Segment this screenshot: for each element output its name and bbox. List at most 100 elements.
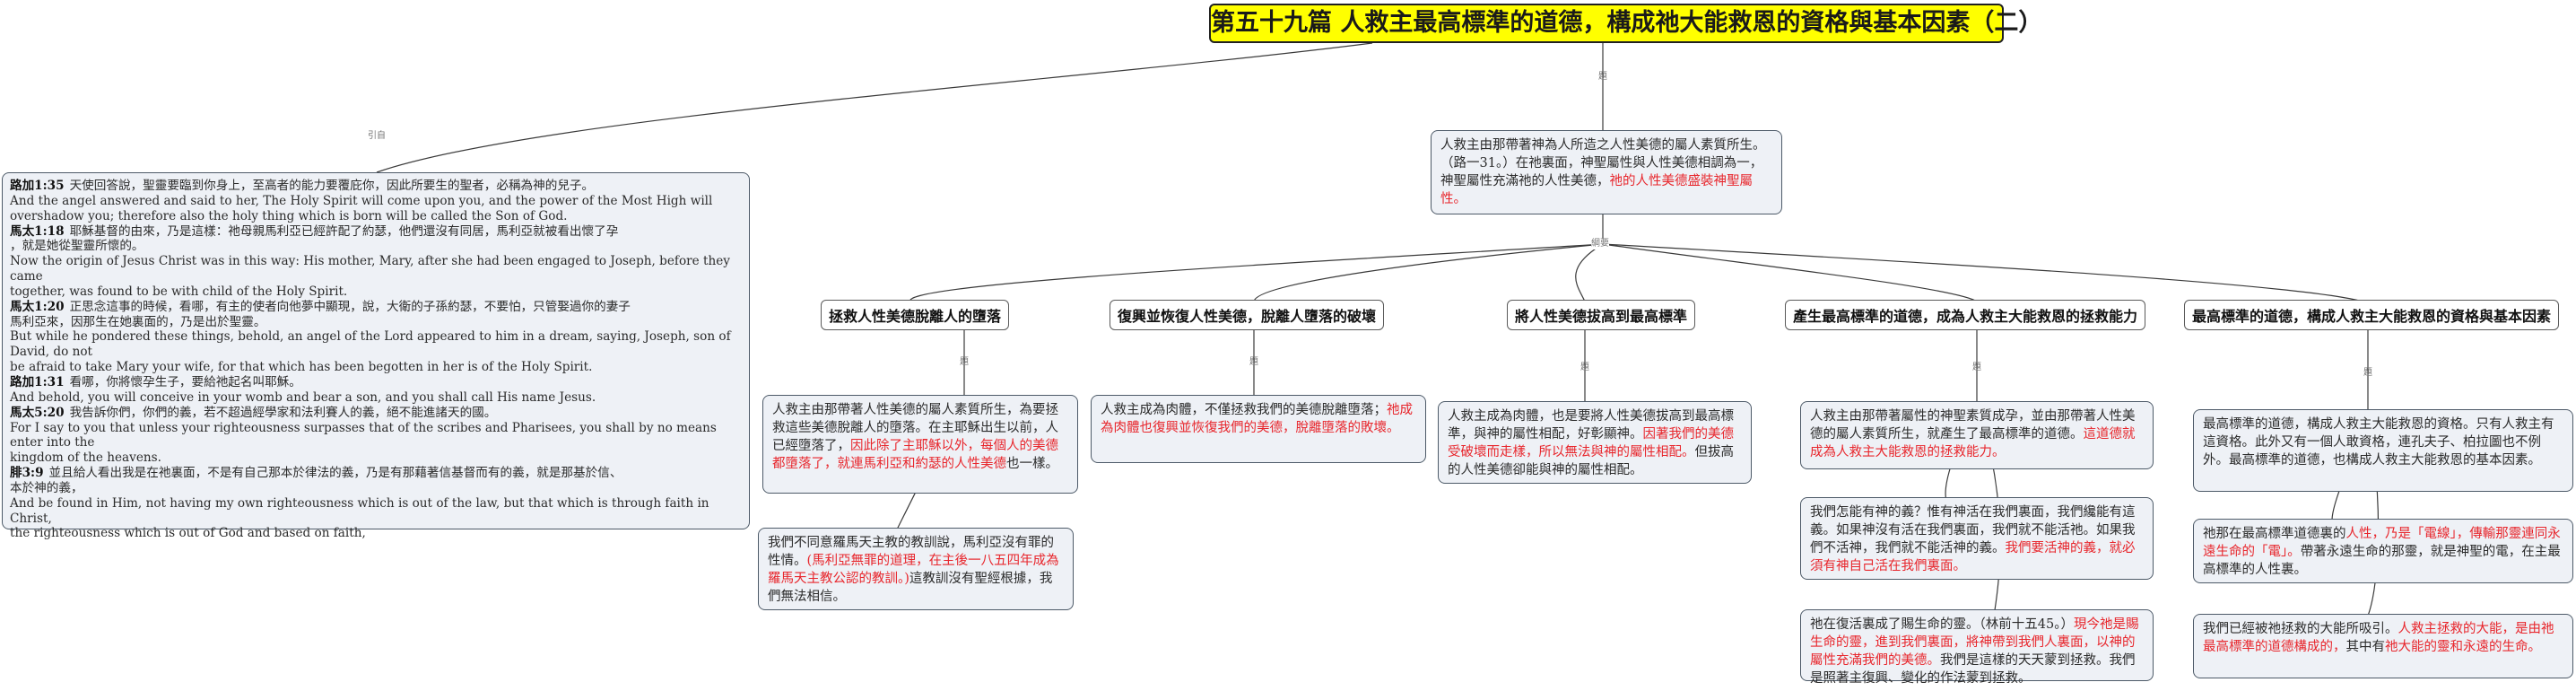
body-text: 我們是這樣的天天蒙到拯救。我們是照著主復興、變化的作法蒙到拯救。 [1810,653,2136,686]
body-text: 這教訓沒有聖經根據，我們無法相信。 [768,572,1053,604]
highlight-text: 人性，乃是「電線」，傳輸那靈連同永遠生命的「電」。 [2203,527,2561,559]
verse-line: For I say to you that unless your righte… [10,421,742,451]
verse-text: 正思念這事的時候，看哪，有主的使者向他夢中顯現，說，大衛的子孫約瑟，不要怕，只管… [69,299,631,314]
verse-text: Now the origin of Jesus Christ was in th… [10,254,730,284]
topic-1-save-virtues[interactable]: 拯救人性美德脫離人的墮落 [821,300,1010,330]
verse-line: overshadow you; therefore also the holy … [10,209,742,224]
verse-reference[interactable]: 腓3:9 [10,466,44,481]
verse-text: 馬利亞來，因那生在她裏面的，乃是出於聖靈。 [10,314,266,329]
verse-text: For I say to you that unless your righte… [10,420,717,450]
verse-line: 馬太5:20 我告訴你們，你們的義，若不超過經學家和法利賽人的義，絕不能進諸天的國… [10,406,742,421]
edge-outline-t1 [909,243,1604,302]
highlight-text: 因著我們的美德受破壞而走樣，所以無法與神的屬性相配。 [1448,427,1734,459]
highlight-text: 這道德就成為人救主大能救恩的拯救能力。 [1810,427,2136,459]
edge-label-root-right: 題 [1598,72,1607,82]
verse-reference[interactable]: 馬太5:20 [10,405,65,420]
verse-line: be afraid to take Mary your wife, for th… [10,360,742,375]
edge-label-t4: 題 [1972,363,1981,372]
body-text: 我們怎能有神的義？惟有神活在我們裏面，我們纔能有這義。如果神沒有活在我們裏面，我… [1810,505,2136,555]
topic-5-qualification[interactable]: 最高標準的道德，構成人救主大能救恩的資格與基本因素 [2184,300,2560,330]
verse-text: 天使回答說，聖靈要臨到你身上，至高者的能力要覆庇你，因此所要生的聖者，必稱為神的… [69,179,595,193]
verse-line: 馬利亞來，因那生在她裏面的，乃是出於聖靈。 [10,315,742,330]
verse-text: 並且給人看出我是在祂裏面，不是有自己那本於律法的義，乃是有那藉著信基督而有的義，… [48,466,622,481]
verse-line: together, was found to be with child of … [10,284,742,300]
verse-text: And the angel answered and said to her, … [10,193,713,208]
verse-reference[interactable]: 路加1:35 [10,179,65,193]
body-text: 我們不同意羅馬天主教的教訓說，馬利亞沒有罪的性情。 [768,536,1054,568]
highlight-text: 祂的人性美德盛裝神聖屬性。 [1440,174,1753,206]
edge-label-t2: 題 [1249,357,1258,367]
verse-line: kingdom of the heavens. [10,450,742,466]
verse-text: ，就是她從聖靈所懷的。 [10,239,144,254]
body-text: 人救主由那帶著人性美德的屬人素質所生，為要拯救這些美德脫離人的墮落。在主耶穌出生… [772,403,1058,453]
body-text: 但拔高的人性美德卻能與神的屬性相配。 [1448,445,1734,477]
edge-outline-t5 [1602,243,2363,302]
highlight-text: 現今祂是賜生命的靈，進到我們裏面，將神帶到我們人裏面，以神的屬性充滿我們的美德。 [1810,617,2139,668]
intro-node[interactable]: 人救主由那帶著神為人所造之人性美德的屬人素質所生。（路一31。）在祂裏面，神聖屬… [1431,130,1782,214]
highlight-text: 祂成為肉體也復興並恢復我們的美德，脫離墮落的敗壞。 [1101,403,1413,435]
verse-text: 耶穌基督的由來，乃是這樣：祂母親馬利亞已經許配了約瑟，他們還沒有同居，馬利亞就被… [69,223,619,239]
note-t4-live-god[interactable]: 我們怎能有神的義？惟有神活在我們裏面，我們纔能有這義。如果神沒有活在我們裏面，我… [1800,497,2154,580]
note-t3-uplift[interactable]: 人救主成為肉體，也是要將人性美德拔高到最高標準，與神的屬性相配，好彰顯神。因著我… [1438,401,1752,484]
note-t2-restore[interactable]: 人救主成為肉體，不僅拯救我們的美德脫離墮落；祂成為肉體也復興並恢復我們的美德，脫… [1091,395,1426,463]
body-text: 人救主由那帶著屬性的神聖素質成孕，並由那帶著人性美德的屬人素質所生，就產生了最高… [1810,409,2136,442]
edge-label-outline: 綱要 [1591,239,1609,249]
verse-reference[interactable]: 馬太1:18 [10,223,65,239]
highlight-text: 祂大能的靈和永遠的生命。 [2385,640,2541,654]
body-text: 帶著永遠生命的那靈，就是神聖的電，在主最高標準的人性裏。 [2203,545,2561,577]
verse-text: And be found in Him, not having my own r… [10,495,709,526]
body-text: 人救主成為肉體，不僅拯救我們的美德脫離墮落； [1101,403,1387,417]
body-text: 最高標準的道德，構成人救主大能救恩的資格。只有人救主有這資格。此外又有一個人敢資… [2203,417,2554,468]
verse-line: And be found in Him, not having my own r… [10,496,742,527]
edge-outline-t4 [1602,243,1978,302]
verses-node[interactable]: 路加1:35 天使回答說，聖靈要臨到你身上，至高者的能力要覆庇你，因此所要生的聖者… [2,172,750,540]
verse-line: 腓3:9 並且給人看出我是在祂裏面，不是有自己那本於律法的義，乃是有那藉著信基督而… [10,466,742,481]
verse-text: 本於神的義， [10,480,83,495]
body-text: 其中有 [2345,640,2386,654]
verse-line: And behold, you will conceive in your wo… [10,390,742,406]
topic-2-restore-virtues[interactable]: 復興並恢復人性美德，脫離人墮落的破壞 [1110,300,1385,330]
note-t5-attracted[interactable]: 我們已經被祂拯救的大能所吸引。人救主拯救的大能，是由祂最高標準的道德構成的，其中… [2193,614,2573,678]
verse-line: But while he pondered these things, beho… [10,329,742,360]
verse-line: ，就是她從聖靈所懷的。 [10,239,742,254]
edge-label-root-left: 引自 [368,131,386,141]
topic-4-saving-power[interactable]: 產生最高標準的道德，成為人救主大能救恩的拯救能力 [1785,300,2146,330]
verse-text: together, was found to be with child of … [10,284,348,299]
body-text: 人救主由那帶著神為人所造之人性美德的屬人素質所生。（路一31。）在祂裏面，神聖屬… [1440,138,1766,188]
edge-label-t5: 題 [2363,368,2372,378]
verse-reference[interactable]: 路加1:31 [10,374,65,389]
verse-text: be afraid to take Mary your wife, for th… [10,360,593,375]
highlight-text: 人救主拯救的大能，是由祂最高標準的道德構成的， [2203,622,2554,654]
verse-reference[interactable]: 馬太1:20 [10,299,65,314]
verse-line: 本於神的義， [10,481,742,496]
verse-text: But while he pondered these things, beho… [10,329,731,360]
body-text: 我們已經被祂拯救的大能所吸引。 [2203,622,2398,636]
verse-text: overshadow you; therefore also the holy … [10,208,568,223]
verse-text: the righteousness which is out of God an… [10,526,366,541]
highlight-text: 我們要活神的義，就必須有神自己活在我們裏面。 [1810,541,2136,573]
highlight-text: (馬利亞無罪的道理，在主後一八五四年成為羅馬天主教公認的教訓。) [768,554,1059,586]
topic-3-uplift-virtues[interactable]: 將人性美德拔高到最高標準 [1507,300,1696,330]
verse-text: 我告訴你們，你們的義，若不超過經學家和法利賽人的義，絕不能進諸天的國。 [69,405,497,420]
verse-line: And the angel answered and said to her, … [10,194,742,209]
verse-line: 路加1:35 天使回答說，聖靈要臨到你身上，至高者的能力要覆庇你，因此所要生的聖者… [10,179,742,194]
note-t4-life-giving-spirit[interactable]: 祂在復活裏成了賜生命的靈。（林前十五45。）現今祂是賜生命的靈，進到我們裏面，將… [1800,609,2154,686]
highlight-text: 因此除了主耶穌以外，每個人的美德都墮落了，就連馬利亞和約瑟的人性美德 [772,439,1058,471]
edge-outline-t3 [1575,243,1604,302]
edge-outline-t2 [1253,243,1604,302]
body-text: 也一樣。 [1006,457,1058,471]
note-t1-catholic-teaching[interactable]: 我們不同意羅馬天主教的教訓說，馬利亞沒有罪的性情。(馬利亞無罪的道理，在主後一八… [758,528,1074,610]
body-text: 祂在復活裏成了賜生命的靈。（林前十五45。） [1810,617,2074,632]
verse-line: the righteousness which is out of God an… [10,526,742,541]
note-t4-morality-power[interactable]: 人救主由那帶著屬性的神聖素質成孕，並由那帶著人性美德的屬人素質所生，就產生了最高… [1800,401,2154,469]
verse-line: 馬太1:20 正思念這事的時候，看哪，有主的使者向他夢中顯現，說，大衛的子孫約瑟，… [10,300,742,315]
note-t1-fallen-virtues[interactable]: 人救主由那帶著人性美德的屬人素質所生，為要拯救這些美德脫離人的墮落。在主耶穌出生… [762,395,1078,494]
root-title[interactable]: 第五十九篇 人救主最高標準的道德，構成祂大能救恩的資格與基本因素（二） [1209,4,2042,43]
edge-label-t1: 題 [960,357,969,367]
note-t5-qualification[interactable]: 最高標準的道德，構成人救主大能救恩的資格。只有人救主有這資格。此外又有一個人敢資… [2193,409,2573,492]
body-text: 祂那在最高標準道德裏的 [2203,527,2346,541]
verse-line: Now the origin of Jesus Christ was in th… [10,254,742,284]
note-t5-wire-electricity[interactable]: 祂那在最高標準道德裏的人性，乃是「電線」，傳輸那靈連同永遠生命的「電」。帶著永遠… [2193,519,2573,583]
